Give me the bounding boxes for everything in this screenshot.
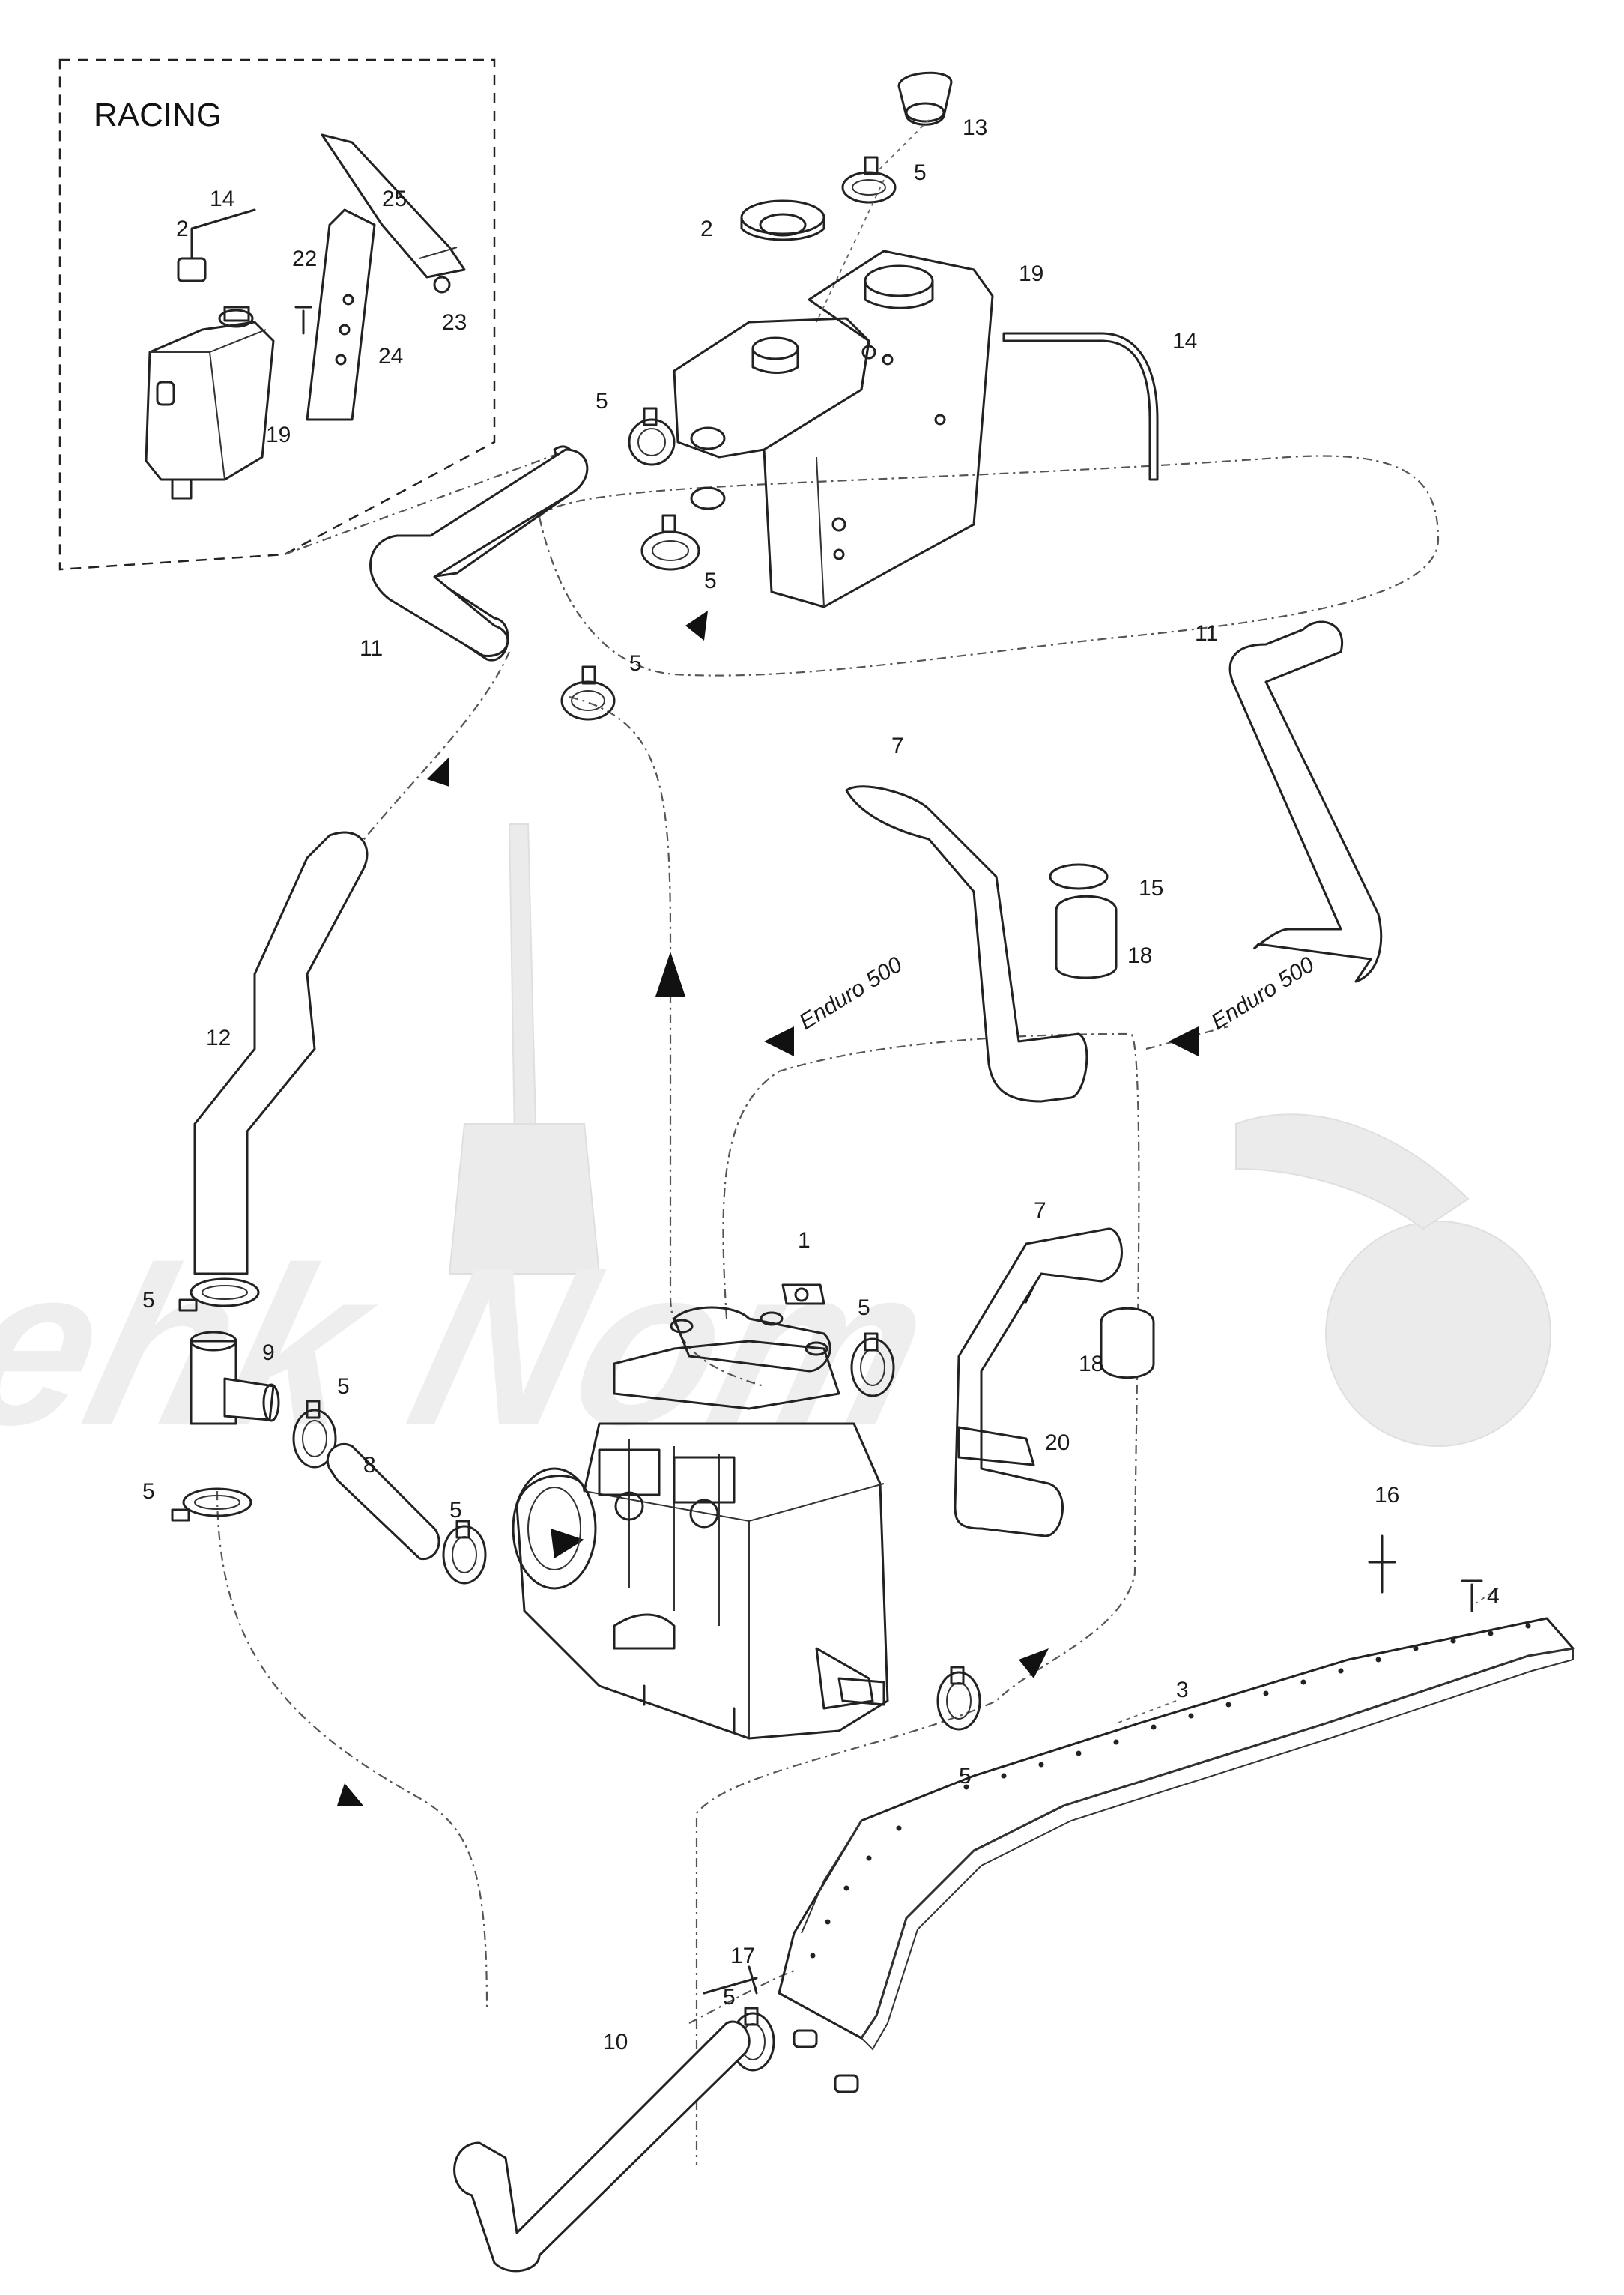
strap-20 (957, 1426, 1035, 1466)
variant-label-enduro-middle: Enduro 500 (795, 952, 906, 1035)
callout-9: 9 (262, 1340, 275, 1365)
sleeve-18-lower (1100, 1307, 1155, 1379)
racing-inset: RACING 14 2 25 (58, 58, 496, 571)
callout-18a: 18 (1127, 943, 1152, 968)
flow-arrows (337, 611, 1199, 1806)
callout-5b: 5 (596, 389, 608, 414)
clamp (442, 1520, 487, 1585)
clamp (628, 407, 676, 466)
t-fitting (190, 1331, 280, 1425)
exchanger-fitting (793, 2029, 818, 2048)
racing-arm (321, 133, 466, 279)
callout-r22: 22 (292, 247, 317, 271)
racing-nut (433, 276, 451, 294)
racing-reservoir (145, 306, 275, 500)
clip-15 (1049, 863, 1109, 890)
callout-2a: 2 (700, 217, 713, 241)
clamp (560, 665, 616, 721)
callout-19a: 19 (1019, 261, 1043, 286)
hose-7-lower (954, 1227, 1123, 1537)
callout-14a: 14 (1172, 329, 1197, 354)
temperature-sensor (781, 1283, 825, 1305)
clamp (292, 1400, 337, 1469)
callout-r25: 25 (382, 187, 407, 211)
callout-11b: 11 (1195, 621, 1218, 646)
callout-5e: 5 (858, 1295, 870, 1320)
callout-5f: 5 (142, 1288, 155, 1313)
callout-18b: 18 (1079, 1352, 1103, 1376)
callout-7b: 7 (1034, 1198, 1046, 1223)
hose-clamps (171, 156, 981, 2072)
callout-12: 12 (206, 1026, 231, 1050)
callout-5j: 5 (959, 1764, 972, 1788)
callout-r2: 2 (176, 217, 189, 241)
callout-20: 20 (1045, 1430, 1070, 1455)
overflow-tube (1002, 332, 1159, 481)
coolant-reservoir (673, 250, 994, 608)
callout-16: 16 (1375, 1483, 1399, 1508)
sleeve-18-upper (1055, 895, 1118, 979)
hose-10 (453, 2020, 751, 2273)
racing-cap-with-tube (177, 208, 256, 282)
leader-lines (816, 119, 1499, 1724)
callout-r19: 19 (266, 423, 291, 447)
clamp (936, 1666, 981, 1731)
engine (512, 1306, 889, 1740)
callout-15: 15 (1139, 876, 1163, 901)
callout-5d: 5 (629, 651, 642, 676)
callout-r14: 14 (210, 187, 234, 211)
callout-5i: 5 (449, 1498, 462, 1523)
hose-12 (193, 831, 369, 1275)
callouts: 13 5 2 19 14 5 5 11 5 11 7 15 18 12 7 1 … (142, 115, 1500, 2054)
callout-5a: 5 (914, 160, 927, 185)
callout-r23: 23 (442, 310, 467, 335)
rivet-16 (1368, 1534, 1396, 1594)
racing-title: RACING (94, 97, 222, 133)
rivet-17 (703, 1965, 758, 1995)
heat-exchanger-rivets (810, 1623, 1531, 1959)
callout-5k: 5 (723, 1985, 736, 2010)
callout-10: 10 (603, 2030, 628, 2054)
callout-8: 8 (363, 1453, 376, 1478)
clamp (178, 1277, 260, 1312)
callout-5g: 5 (337, 1374, 350, 1399)
reservoir-cap (740, 199, 825, 241)
flow-paths (216, 448, 1440, 2165)
callout-5c: 5 (704, 569, 717, 593)
clamp (640, 514, 700, 571)
hose-11-right (1228, 620, 1383, 983)
callout-7a: 7 (891, 734, 904, 758)
hose-7-upper (845, 785, 1088, 1103)
racing-bracket (306, 208, 376, 421)
hose-11-left-body (369, 448, 589, 657)
heat-exchanger (778, 1617, 1575, 2051)
callout-13: 13 (963, 115, 987, 140)
callout-11a: 11 (360, 636, 383, 661)
variant-label-enduro-right: Enduro 500 (1207, 952, 1318, 1035)
callout-5h: 5 (142, 1479, 155, 1504)
racing-bolt (294, 306, 312, 335)
callout-17: 17 (730, 1944, 755, 1968)
clamp (850, 1332, 895, 1397)
clamp (841, 156, 897, 204)
hose-cap (897, 71, 953, 126)
callout-r24: 24 (378, 344, 403, 369)
watermark-text: Mehk Nom (0, 1220, 952, 1472)
clamp (171, 1487, 252, 1522)
bolt-4 (1461, 1579, 1483, 1612)
callout-1: 1 (798, 1228, 811, 1253)
hose-8 (326, 1442, 440, 1561)
callout-4: 4 (1487, 1584, 1500, 1609)
exchanger-fitting (834, 2074, 859, 2093)
callout-3: 3 (1176, 1678, 1189, 1702)
